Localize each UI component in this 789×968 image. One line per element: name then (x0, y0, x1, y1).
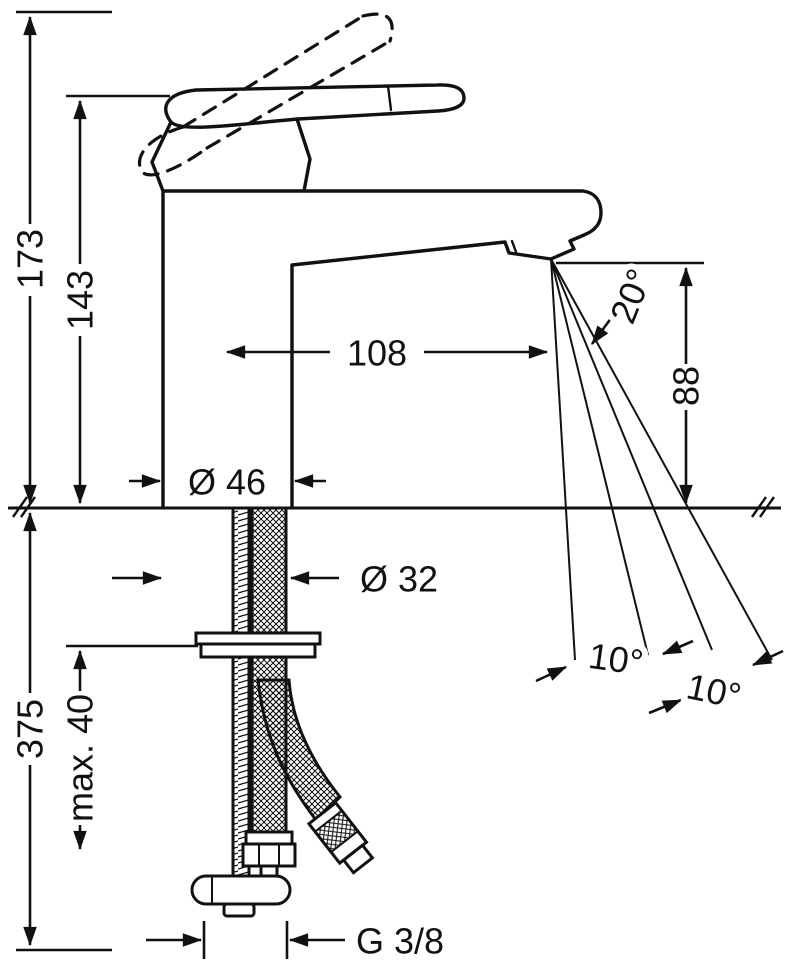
handle-raised-dashed (137, 12, 394, 177)
threaded-rod (231, 508, 251, 876)
dim-label-height-to-spout: 143 (60, 270, 101, 330)
cartridge-cone-right (295, 117, 312, 193)
dimension-labels: 173 143 108 88 20° Ø 46 Ø 32 10° 10° 375… (10, 229, 751, 962)
dim-label-spout-reach: 108 (347, 333, 407, 374)
wing-nut (190, 874, 292, 918)
angle-arrow-20 (590, 316, 614, 345)
handle-lever-tick (386, 84, 393, 112)
break-marks-right (751, 496, 775, 518)
angle-arrow-10a-left (535, 665, 568, 683)
mounting-hardware (190, 506, 375, 918)
faucet-body-and-spout (161, 189, 603, 508)
supply-hose-straight (241, 506, 297, 878)
dim-label-swivel-angle-1: 10° (586, 635, 646, 683)
faucet-outline (150, 83, 603, 508)
cartridge-cone-left (150, 120, 173, 193)
dim-label-hole-diameter: Ø 32 (360, 559, 438, 600)
angle-arrow-10b-left (648, 698, 683, 715)
aerator-detail (510, 239, 518, 254)
handle-lever (164, 83, 466, 129)
dim-label-max-deck-thickness: max. 40 (60, 694, 101, 822)
dim-label-under-counter-length: 375 (10, 699, 51, 759)
angle-arrow-10b-right (751, 649, 784, 667)
dim-label-connection-thread: G 3/8 (356, 921, 444, 962)
dim-label-body-diameter: Ø 46 (188, 462, 266, 503)
dim-label-outlet-height: 88 (666, 366, 707, 406)
water-stream-lines (550, 258, 773, 661)
dim-label-total-height: 173 (10, 229, 51, 289)
supply-hose-angled (256, 678, 375, 875)
mounting-washer (194, 631, 322, 659)
label-backgrounds (11, 224, 705, 825)
angle-arrow-10a-right (661, 639, 694, 656)
